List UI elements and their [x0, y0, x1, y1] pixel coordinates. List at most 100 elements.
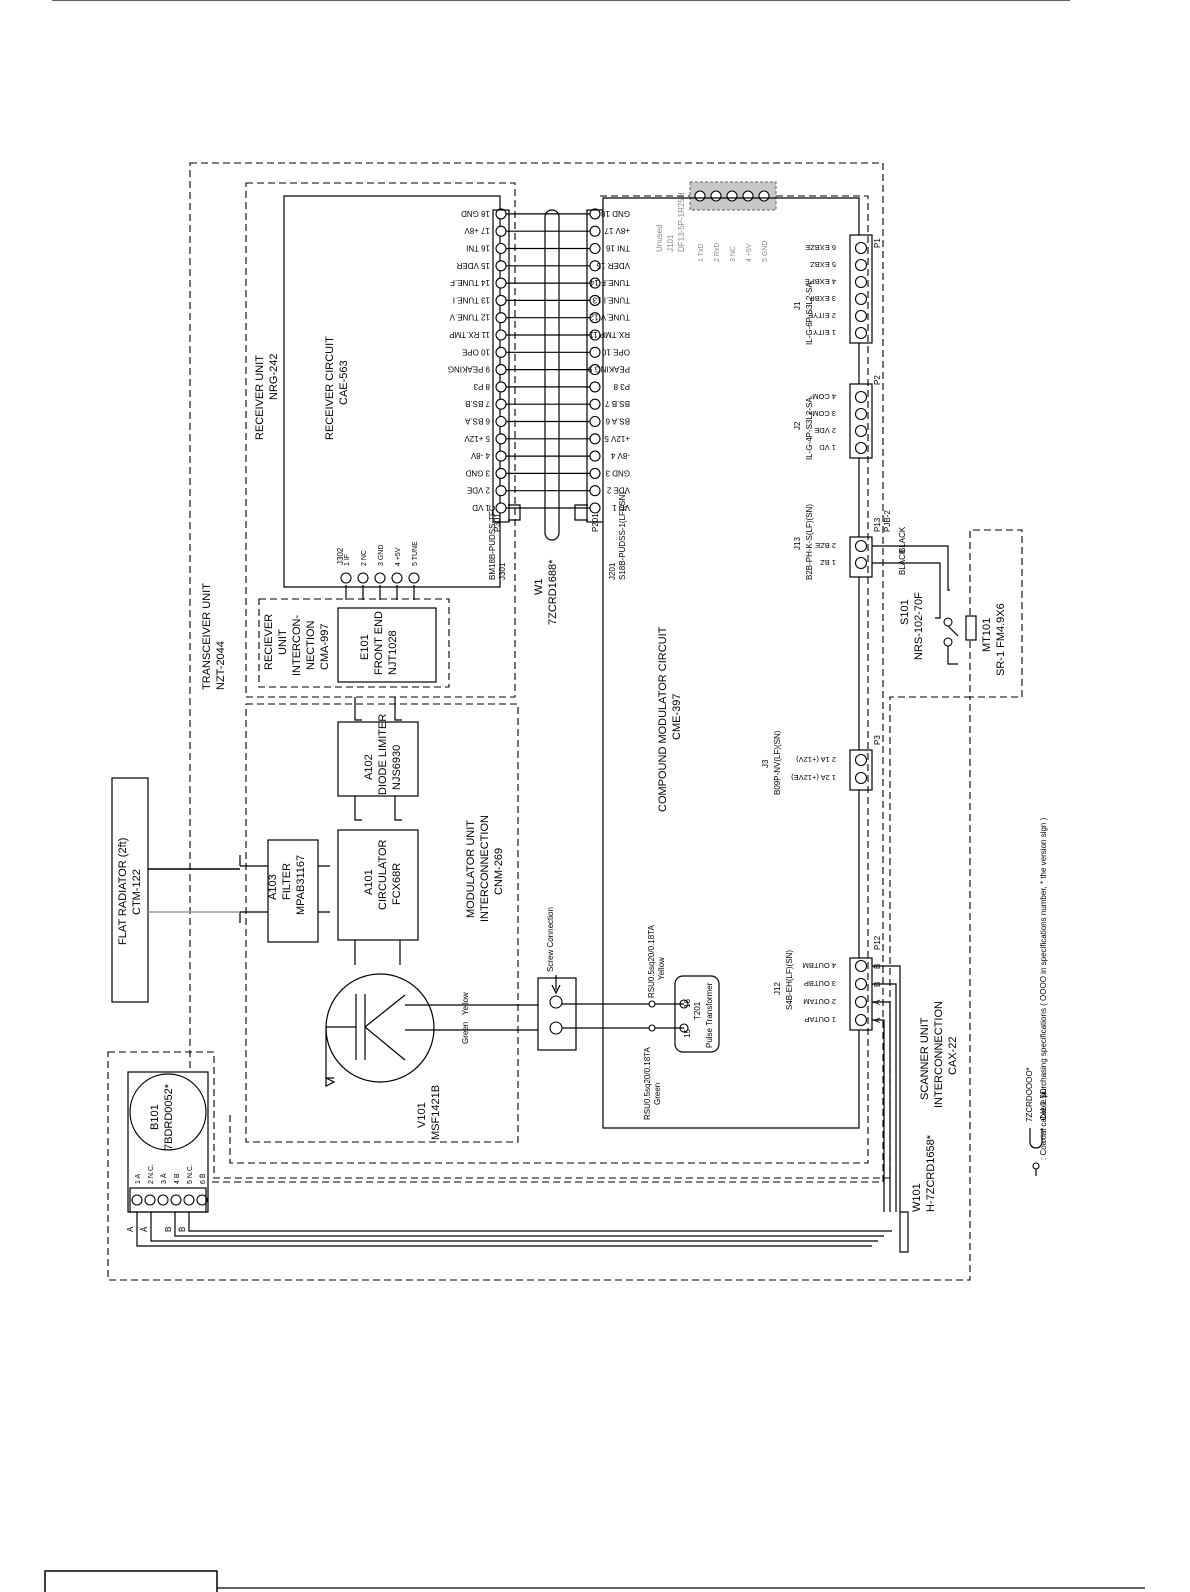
j12-pin: [854, 977, 868, 991]
j302-pin-label: 1 IF: [344, 554, 351, 566]
radiator-name: FLAT RADIATOR (2ft): [117, 838, 129, 945]
rsu-green-node: [648, 1024, 656, 1032]
j201-pin: [589, 312, 601, 324]
circulator-box: [337, 829, 419, 941]
j301-pin-label: 17 +8V: [464, 226, 490, 235]
j101-pin: [758, 190, 770, 202]
j2-pin: [854, 424, 868, 438]
b101-pin: [131, 1194, 143, 1206]
j301-pin: [495, 329, 507, 341]
j101-pin-label: 4 +5V: [746, 243, 753, 262]
magnetron-ground: [325, 1077, 336, 1087]
j302-pin-label: 2 NC: [361, 550, 368, 566]
motor-ref: MT101: [981, 618, 993, 652]
rsu-green-label: RSU0.5sq20/0.18TA: [643, 1047, 652, 1120]
compound-modulator-name: COMPOUND MODULATOR CIRCUIT: [657, 626, 669, 812]
j12-housing: [849, 957, 873, 1031]
diode-limiter-name: DIODE LIMITER: [377, 714, 389, 795]
scanner-line2: INTERCONNECTION: [933, 1001, 945, 1108]
j101-pin: [710, 190, 722, 202]
j201-pin: [589, 225, 601, 237]
j1-pin-label: 5 EXBZ: [810, 260, 836, 269]
j12-pin-label: 1 OUTAP: [804, 1015, 836, 1024]
j201-pin-label: RX.TMP 11: [589, 330, 630, 339]
j201-pin: [589, 485, 601, 497]
filter-box: [267, 839, 319, 943]
b101-wire-letter: B: [164, 1227, 173, 1232]
j1-pin: [854, 241, 868, 255]
j12-label: J12: [773, 982, 782, 995]
j12-output-wires: [872, 965, 901, 1212]
j1-pin-label: 6 EXBZE: [805, 243, 836, 252]
j201-pin-label: VDE 2: [606, 486, 630, 495]
b101-pin-label: 5 N.C.: [187, 1164, 194, 1184]
j12-pin-label: 3 OUTBP: [804, 979, 836, 988]
b101-pin: [196, 1194, 208, 1206]
j13-connector: 1 BZ2 BZE: [815, 539, 868, 570]
compound-modulator-code: CME-397: [671, 694, 683, 740]
j12-pin: [854, 1013, 868, 1027]
rx-interconnect-line3: INTERCON-: [291, 615, 303, 676]
transceiver-label: TRANSCEIVER UNIT: [201, 583, 213, 690]
j201-pin-label: +12V 5: [604, 434, 630, 443]
yellow-wire-label: Yellow: [461, 992, 470, 1015]
receiver-circuit-code: CAE-563: [338, 360, 350, 405]
j201-pin: [589, 208, 601, 220]
j201-pin-label: -8V 4: [610, 451, 630, 460]
scanner-line3: CAX-22: [947, 1036, 959, 1075]
j301-pin-label: 15 VDER: [456, 261, 490, 270]
j201-pin-label: GND 3: [605, 468, 630, 477]
legend-cable-text: : Cable purchasing specifications ( OOOO…: [1039, 817, 1048, 1125]
j3-label: J3: [761, 759, 770, 768]
j201-pin: [589, 242, 601, 255]
j1-pin: [854, 309, 868, 323]
rx-interconnect-line5: CMA-997: [319, 624, 331, 670]
j1-part: IL-G-6P-S3L2-SA: [805, 282, 814, 345]
j201-pin: [589, 364, 601, 376]
switch-arm: [947, 625, 959, 665]
j1-pin-label: 2 EITYE: [808, 311, 836, 320]
j2-part: IL-G-4P-S3L2-SA: [805, 397, 814, 460]
j301-housing: [492, 209, 510, 523]
p13-label: P13: [873, 517, 882, 532]
pt-pin-15-label: 15: [683, 1029, 692, 1038]
j301-pin: [495, 485, 507, 497]
j3-housing: [849, 749, 873, 791]
j301-pin: [495, 312, 507, 324]
j301-pin-label: 1 VD: [472, 503, 490, 512]
j201-pin: [589, 398, 601, 410]
magnetron-symbol: [325, 973, 435, 1083]
rsu-yellow-node: [648, 1000, 656, 1008]
j301-label: J301: [498, 562, 507, 580]
j3-pin: [854, 753, 868, 767]
j302-pin: [391, 572, 403, 584]
buzzer-wires: [872, 545, 950, 619]
blower-code: 7BDRD0052*: [163, 1083, 175, 1150]
j301-pin: [495, 381, 507, 393]
rsu-yellow-label: RSU0.5sq20/0.18TA: [647, 925, 656, 998]
modulator-unit-boundary: [245, 703, 519, 1143]
j101-status: Unused: [655, 224, 664, 252]
scanner-unit-boundary: [107, 529, 1023, 1281]
filter-name: FILTER: [281, 863, 293, 900]
circulator-ref: A101: [363, 869, 375, 895]
j201-pin-label: OPE 10: [601, 347, 630, 356]
modulator-line2: INTERCONNECTION: [479, 815, 491, 922]
j301-pin: [495, 277, 507, 289]
rx-interconnect-line1: RECIEVER: [263, 614, 275, 670]
receiver-interconnection-boundary: [258, 598, 450, 688]
j301-pin-label: 9 PEAKING: [448, 365, 490, 374]
j302-wires: [345, 585, 415, 600]
w101-ref: W101: [911, 1183, 923, 1212]
pcb-bus-top: [602, 197, 860, 235]
switch-contact-1: [943, 617, 953, 627]
j13-wire-2: BLACK: [898, 548, 907, 575]
j301-pin-label: 2 VDE: [467, 486, 490, 495]
j13-pin-label: 1 BZ: [820, 558, 836, 567]
j301-pin-label: 4 -8V: [470, 451, 490, 460]
